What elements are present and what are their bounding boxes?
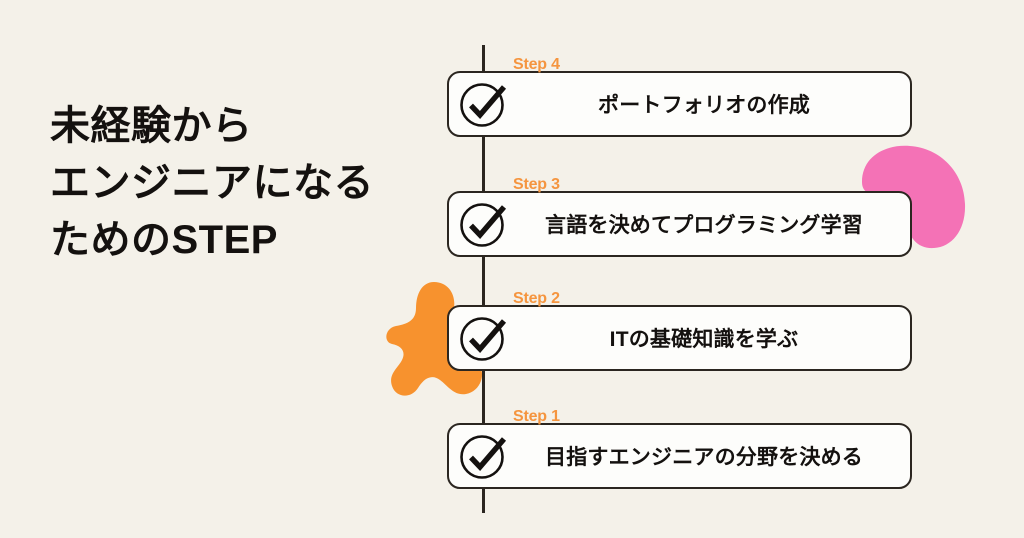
step-tag: Step 2	[513, 290, 560, 307]
page-title: 未経験から エンジニアになる ためのSTEP	[50, 104, 374, 262]
step-card-label: ポートフォリオの作成	[598, 94, 810, 117]
check-circle-icon	[458, 78, 510, 130]
step-card-label: 言語を決めてプログラミング学習	[545, 214, 863, 237]
step-card[interactable]: 目指すエンジニアの分野を決める	[447, 423, 912, 489]
timeline-spine	[482, 45, 485, 513]
step-card[interactable]: ポートフォリオの作成	[447, 71, 912, 137]
step-card[interactable]: ITの基礎知識を学ぶ	[447, 305, 912, 371]
step-card-label: 目指すエンジニアの分野を決める	[545, 446, 863, 469]
step-tag: Step 1	[513, 408, 560, 425]
step-card-label: ITの基礎知識を学ぶ	[609, 328, 799, 351]
check-circle-icon	[458, 312, 510, 364]
step-tag: Step 3	[513, 176, 560, 193]
step-tag: Step 4	[513, 56, 560, 73]
check-circle-icon	[458, 430, 510, 482]
check-circle-icon	[458, 198, 510, 250]
step-card[interactable]: 言語を決めてプログラミング学習	[447, 191, 912, 257]
